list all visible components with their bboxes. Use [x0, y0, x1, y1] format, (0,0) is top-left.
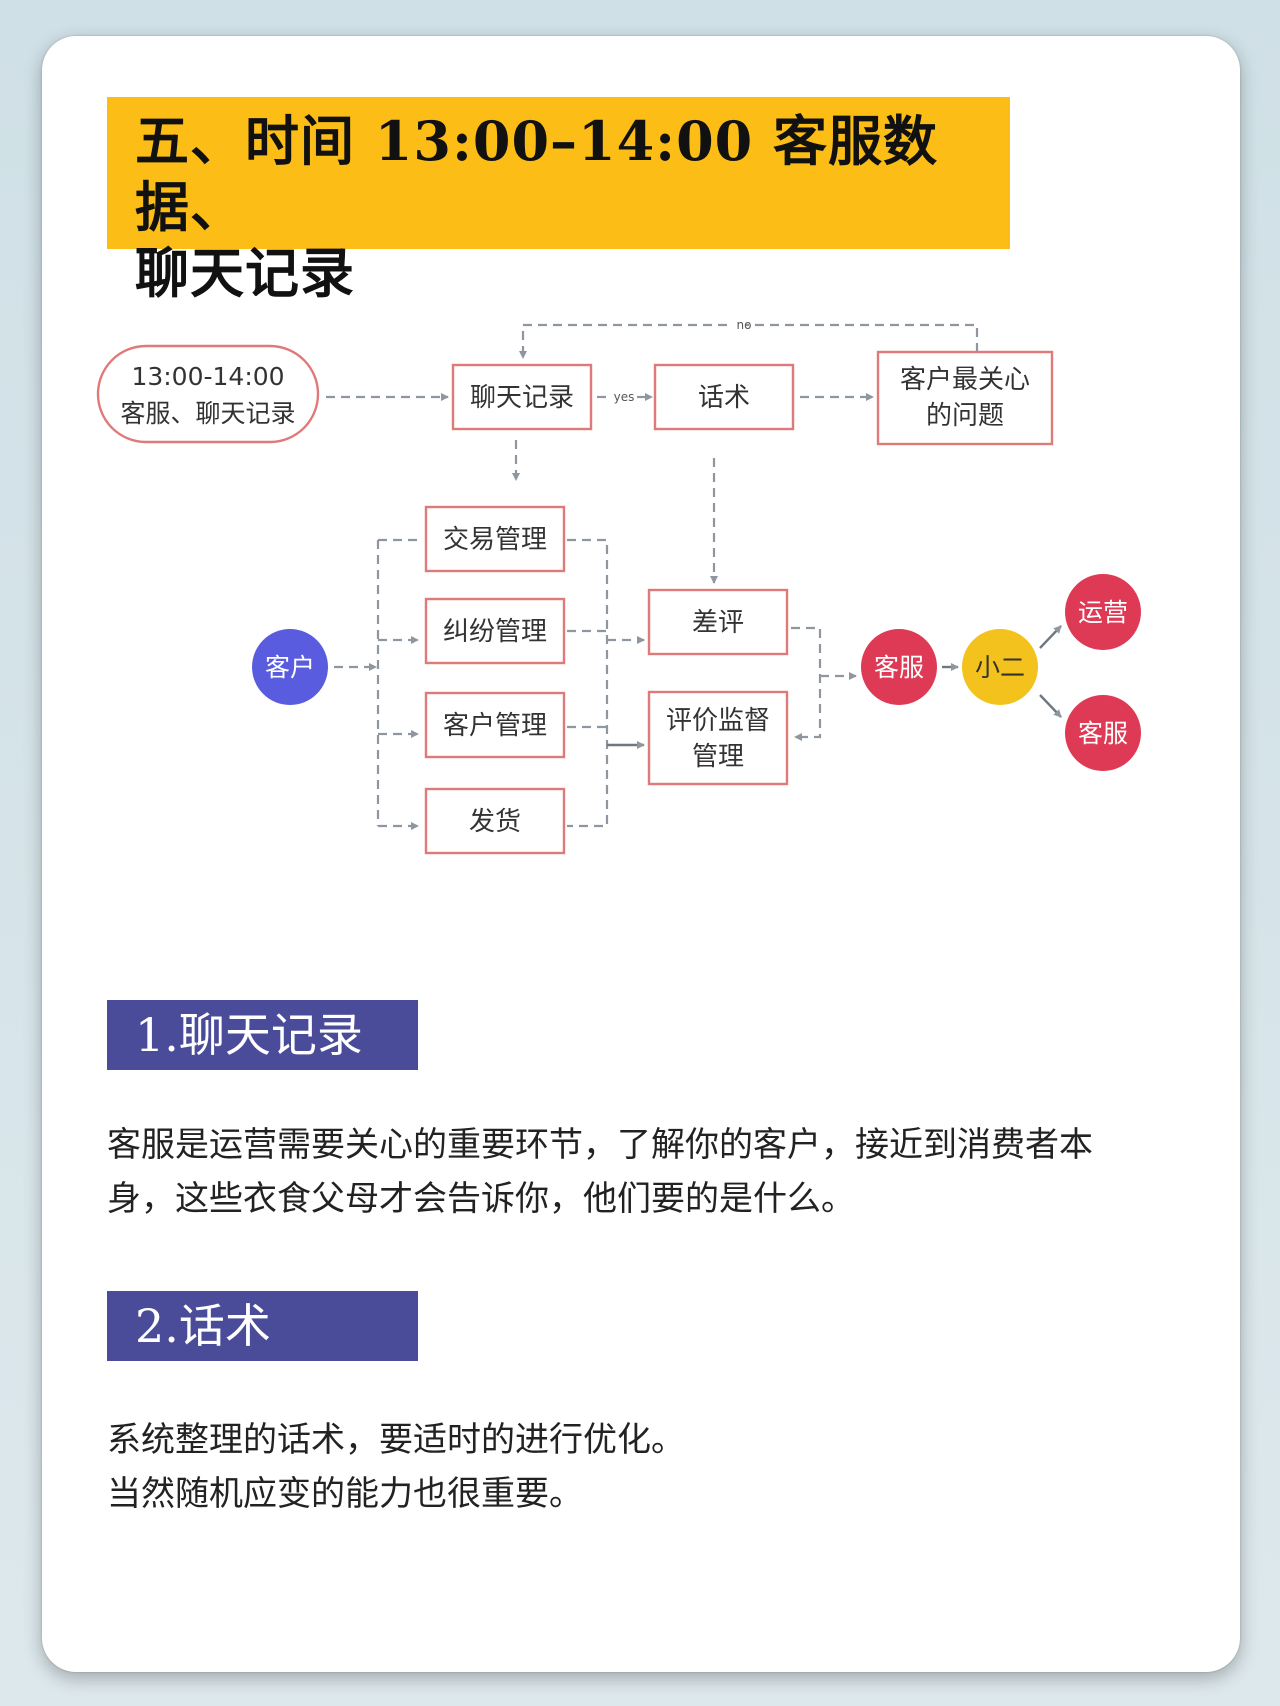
- script-label: 话术: [698, 383, 750, 413]
- cs-end-label: 客服: [1078, 719, 1128, 748]
- dispute-mgmt-box: [424, 597, 566, 665]
- customer-mgmt-label: 客户管理: [443, 711, 547, 741]
- customer-label: 客户: [265, 653, 315, 682]
- edge-xiaoer-to-cs: [1039, 694, 1062, 718]
- concern-line-2: 的问题: [926, 401, 1004, 431]
- chat-log-label: 聊天记录: [470, 383, 574, 413]
- ops-label: 运营: [1078, 598, 1128, 627]
- trade-mgmt-box: [424, 505, 566, 573]
- no-label: no: [737, 318, 752, 332]
- start-node: 13:00-14:00 客服、聊天记录: [96, 344, 320, 444]
- script-box: [653, 363, 795, 431]
- cs-node: 客服: [861, 629, 937, 705]
- section-2-heading: 2.话术: [107, 1291, 418, 1361]
- section-2-text: 系统整理的话术，要适时的进行优化。 当然随机应变的能力也很重要。: [107, 1413, 1177, 1521]
- section-2-line-2: 当然随机应变的能力也很重要。: [107, 1474, 583, 1514]
- customer-node: 客户: [252, 629, 328, 705]
- edge-right-bus: [567, 538, 609, 828]
- concern-box: [876, 350, 1054, 446]
- customer-mgmt-box: [424, 691, 566, 759]
- dispute-mgmt-label: 纠纷管理: [443, 617, 547, 647]
- bad-review-box: [647, 588, 789, 656]
- cs-end-node: 客服: [1065, 695, 1141, 771]
- ops-node: 运营: [1065, 574, 1141, 650]
- edge-no-loop-a: [746, 323, 979, 352]
- shipping-box: [424, 787, 566, 855]
- flow-diagram: yes no 13:00-14:00 客服、聊天记录 聊天记录 话术 客户最关心…: [96, 318, 1141, 855]
- content-card: [42, 36, 1240, 1672]
- concern-line-1: 客户最关心: [900, 365, 1030, 395]
- yes-label: yes: [614, 390, 635, 404]
- shipping-label: 发货: [469, 807, 521, 837]
- title-line-1: 五、时间 13:00–14:00 客服数据、: [135, 109, 939, 239]
- section-2-line-1: 系统整理的话术，要适时的进行优化。: [107, 1420, 685, 1460]
- section-1-heading: 1.聊天记录: [107, 1000, 418, 1070]
- trade-mgmt-label: 交易管理: [443, 525, 547, 555]
- edge-badreview-out: [791, 626, 822, 741]
- bad-review-label: 差评: [692, 608, 744, 638]
- start-label: 客服、聊天记录: [120, 399, 295, 428]
- section-1-line-2: 身，这些衣食父母才会告诉你，他们要的是什么。: [107, 1179, 855, 1219]
- review-mgmt-line-2: 管理: [692, 742, 744, 772]
- page-title: 五、时间 13:00–14:00 客服数据、 聊天记录: [135, 108, 995, 306]
- review-mgmt-line-1: 评价监督: [666, 706, 770, 736]
- start-time: 13:00-14:00: [131, 362, 284, 391]
- section-1-text: 客服是运营需要关心的重要环节，了解你的客户，接近到消费者本 身，这些衣食父母才会…: [107, 1118, 1177, 1226]
- edge-xiaoer-to-ops: [1039, 625, 1062, 649]
- cs-node-label: 客服: [874, 653, 924, 682]
- chat-log-box: [451, 363, 593, 431]
- xiaoer-label: 小二: [975, 653, 1025, 682]
- title-line-2: 聊天记录: [135, 241, 355, 305]
- edge-no-loop-b: [519, 323, 727, 359]
- title-banner: [107, 97, 1010, 249]
- section-1-line-1: 客服是运营需要关心的重要环节，了解你的客户，接近到消费者本: [107, 1125, 1093, 1165]
- xiaoer-node: 小二: [962, 629, 1038, 705]
- review-mgmt-box: [647, 690, 789, 786]
